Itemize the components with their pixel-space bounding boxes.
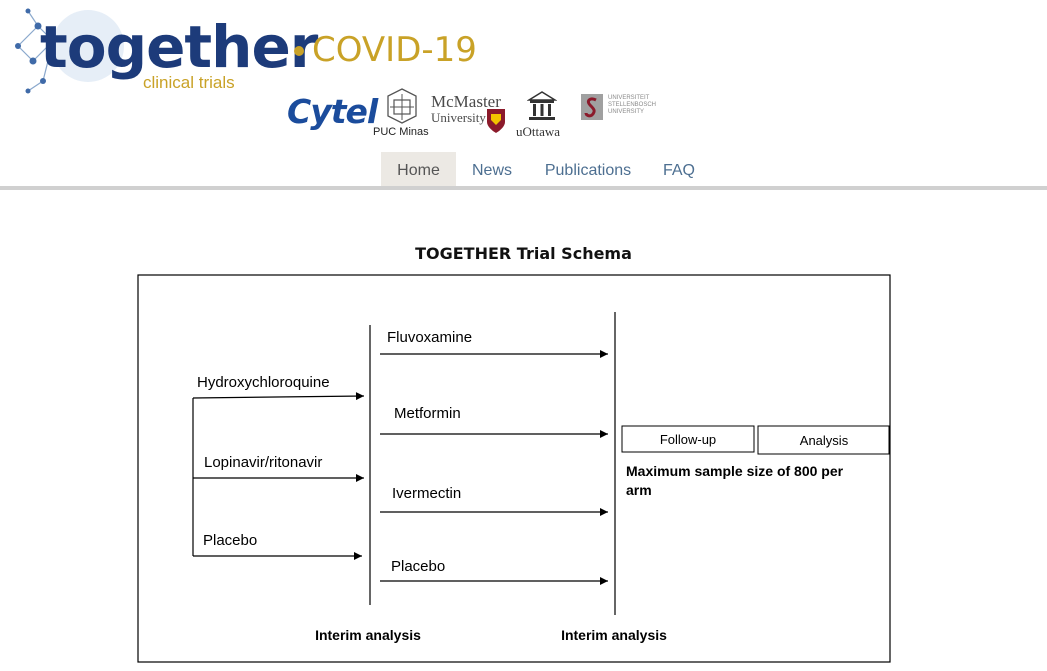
mcmaster-shield-icon — [487, 109, 505, 133]
tab-publications[interactable]: Publications — [544, 162, 632, 179]
nav-divider — [0, 186, 1047, 190]
arrow-hydroxychloroquine — [192, 392, 365, 401]
brand-dot-icon — [294, 46, 304, 56]
brand-subtitle: clinical trials — [143, 73, 235, 92]
arm-fluvoxamine: Fluvoxamine — [387, 329, 472, 346]
cytel-logo: Cytel — [287, 92, 378, 131]
schema-frame — [137, 274, 891, 663]
mcmaster-name: McMaster — [431, 92, 501, 111]
sample-size-line-1: Maximum sample size of 800 per — [626, 463, 844, 479]
puc-crest-icon — [387, 88, 417, 124]
uottawa-building-icon — [527, 91, 557, 120]
uottawa-label: uOttawa — [516, 124, 561, 139]
follow-up-label: Follow-up — [660, 432, 716, 447]
stellenbosch-label: UNIVERSITEIT STELLENBOSCH UNIVERSITY — [608, 95, 657, 115]
mcmaster-university: University — [431, 110, 486, 125]
arm-hydroxychloroquine: Hydroxychloroquine — [197, 374, 330, 391]
interim-analysis-2-label: Interim analysis — [561, 627, 667, 643]
arm-metformin: Metformin — [394, 405, 461, 422]
arm-ivermectin: Ivermectin — [392, 485, 461, 502]
sample-size-line-2: arm — [626, 482, 652, 498]
network-logo-icon — [15, 8, 124, 94]
arm-lopinavir-ritonavir: Lopinavir/ritonavir — [204, 454, 322, 471]
arm-placebo-stage2: Placebo — [391, 558, 445, 575]
tab-news[interactable]: News — [471, 162, 512, 179]
tab-home[interactable]: Home — [381, 152, 456, 186]
analysis-label: Analysis — [800, 433, 849, 448]
arm-placebo-stage1: Placebo — [203, 532, 257, 549]
stellenbosch-crest-icon — [581, 94, 603, 120]
diagram-title: TOGETHER Trial Schema — [415, 244, 632, 263]
follow-up-box — [621, 425, 755, 453]
tab-faq[interactable]: FAQ — [662, 162, 695, 179]
site-header: together COVID-19 clinical trials Cytel … — [0, 0, 1047, 150]
brand-suffix: COVID-19 — [312, 30, 477, 70]
analysis-box — [757, 425, 890, 455]
sample-size-text: Maximum sample size of 800 per arm — [626, 463, 847, 498]
puc-label: PUC Minas — [373, 126, 429, 138]
brand-name[interactable]: together — [40, 13, 318, 81]
interim-analysis-1-label: Interim analysis — [315, 627, 421, 643]
